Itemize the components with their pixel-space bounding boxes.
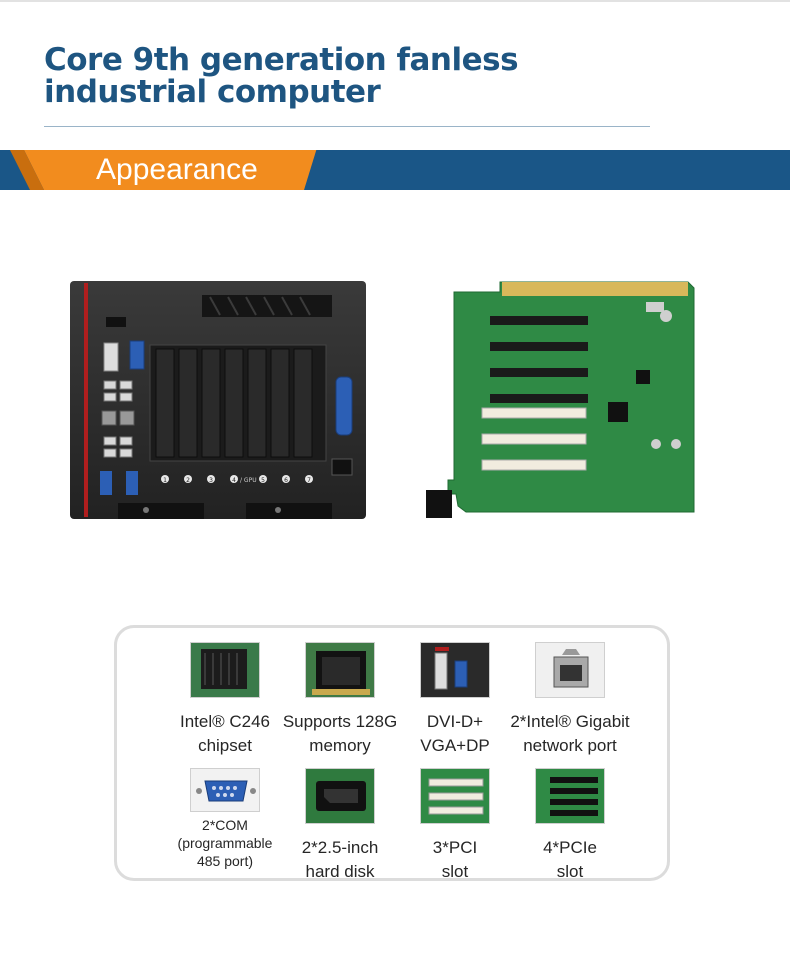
pcie-slot-thumbnail-icon [535, 768, 605, 824]
feature-pcie-line-2: slot [556, 862, 584, 881]
feature-com-label: 2*COM (programmable 485 port) [155, 816, 295, 870]
feature-com-line-1: 2*COM [202, 817, 248, 833]
feature-memory: Supports 128G memory [270, 642, 410, 758]
top-divider [0, 0, 790, 2]
slot-marker-1: 1 [163, 477, 167, 484]
feature-network-line-2: network port [523, 736, 617, 755]
feature-storage-line-1: 2*2.5-inch [301, 838, 379, 857]
features-panel: Intel® C246 chipset Supports 128G memory… [114, 625, 670, 881]
feature-chipset: Intel® C246 chipset [155, 642, 295, 758]
feature-network: 2*Intel® Gigabit network port [500, 642, 640, 758]
page-title: Core 9th generation fanless industrial c… [44, 42, 519, 110]
feature-pcie-label: 4*PCIe slot [500, 836, 640, 884]
slot-markers: 1 2 3 4 / GPU 5 6 7 [161, 475, 313, 484]
slot-marker-4: 4 [232, 477, 236, 484]
feature-network-label: 2*Intel® Gigabit network port [500, 710, 640, 758]
feature-network-line-1: 2*Intel® Gigabit [510, 712, 630, 731]
sata-connector-thumbnail-icon [305, 768, 375, 824]
feature-memory-label: Supports 128G memory [270, 710, 410, 758]
feature-pci: 3*PCI slot [385, 768, 525, 884]
slot-marker-6: 6 [284, 477, 288, 484]
slot-marker-2: 2 [186, 477, 190, 484]
feature-com-line-2: (programmable [177, 835, 273, 851]
feature-chipset-line-1: Intel® C246 [179, 712, 271, 731]
backplane-board-image [426, 281, 695, 518]
cpu-heatsink-thumbnail-icon [190, 642, 260, 698]
section-heading: Appearance [96, 153, 258, 186]
feature-pcie: 4*PCIe slot [500, 768, 640, 884]
feature-storage-label: 2*2.5-inch hard disk [270, 836, 410, 884]
pci-slot-thumbnail-icon [420, 768, 490, 824]
feature-pci-line-2: slot [441, 862, 469, 881]
feature-com-line-3: 485 port) [196, 853, 254, 869]
dvi-vga-port-thumbnail-icon [420, 642, 490, 698]
feature-video-line-2: VGA+DP [420, 736, 490, 755]
feature-com: 2*COM (programmable 485 port) [155, 768, 295, 870]
ethernet-port-thumbnail-icon [535, 642, 605, 698]
feature-chipset-label: Intel® C246 chipset [155, 710, 295, 758]
com-port-thumbnail-icon [190, 768, 260, 812]
slot-marker-3: 3 [209, 477, 213, 484]
slot-marker-5: 5 [261, 477, 265, 484]
feature-pci-line-1: 3*PCI [432, 838, 478, 857]
feature-storage: 2*2.5-inch hard disk [270, 768, 410, 884]
feature-pcie-line-1: 4*PCIe [543, 838, 597, 857]
section-tab-shape [10, 150, 317, 190]
feature-chipset-line-2: chipset [198, 736, 252, 755]
feature-video-line-1: DVI-D+ [426, 712, 484, 731]
section-banner: Appearance [0, 150, 790, 190]
feature-memory-line-1: Supports 128G [282, 712, 398, 731]
page-title-line-1: Core 9th generation fanless [44, 42, 519, 78]
gpu-slot-label: / GPU [240, 477, 257, 484]
memory-slot-thumbnail-icon [305, 642, 375, 698]
feature-pci-label: 3*PCI slot [385, 836, 525, 884]
slot-marker-7: 7 [307, 477, 311, 484]
feature-video: DVI-D+ VGA+DP [385, 642, 525, 758]
feature-storage-line-2: hard disk [305, 862, 375, 881]
title-underline [44, 126, 650, 127]
industrial-computer-image: 1 2 3 4 / GPU 5 6 7 [70, 281, 366, 519]
feature-video-label: DVI-D+ VGA+DP [385, 710, 525, 758]
feature-memory-line-2: memory [309, 736, 371, 755]
page-title-line-2: industrial computer [44, 74, 381, 110]
